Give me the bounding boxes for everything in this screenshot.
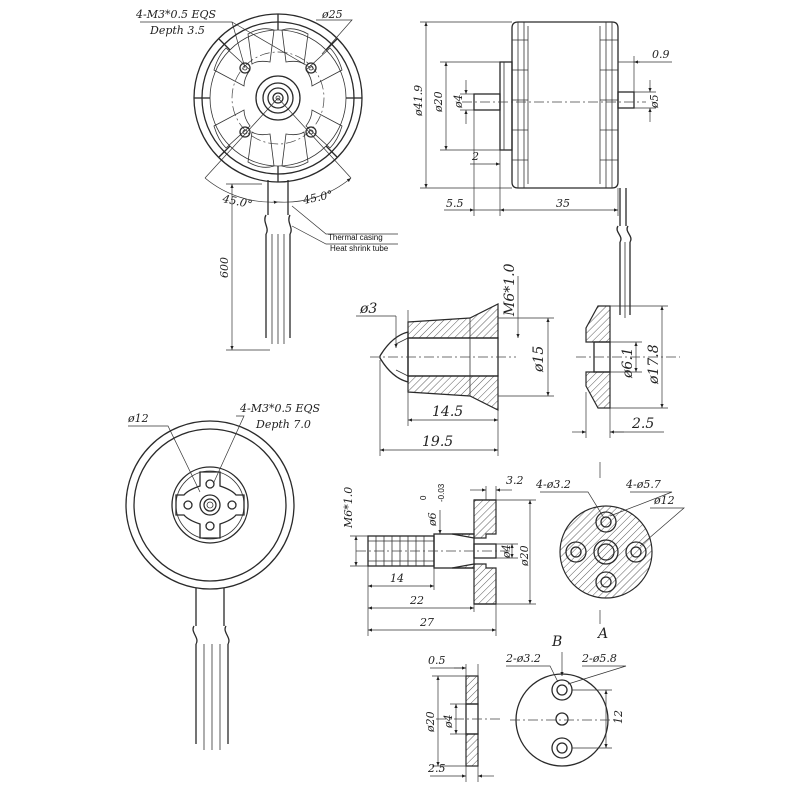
nut-len-14-5: 14.5 <box>432 404 463 420</box>
face-holes-3-2: 4-ø3.2 <box>535 478 571 491</box>
front-view-top <box>140 13 398 351</box>
bottom-face <box>506 652 627 767</box>
plate-thick-2-5: 2.5 <box>427 762 446 775</box>
adapter-tol-upper: 0 <box>419 495 428 500</box>
side-dim-35: 35 <box>556 197 570 210</box>
side-dia-5: ø5 <box>648 94 661 109</box>
prop-adapter <box>350 486 536 636</box>
adapter-len-22: 22 <box>409 594 424 607</box>
adapter-thread: M6*1.0 <box>342 487 355 529</box>
side-dim-2: 2 <box>471 150 479 163</box>
nut-len-19-5: 19.5 <box>422 434 453 450</box>
bface-holes-3-2: 2-ø3.2 <box>505 652 541 665</box>
back-dia-12: ø12 <box>127 412 149 425</box>
side-dia-20: ø20 <box>432 91 445 113</box>
washer-section <box>572 305 680 438</box>
heat-shrink-label: Heat shrink tube <box>330 244 389 253</box>
back-view <box>125 415 295 750</box>
adapter-len-27: 27 <box>419 616 434 629</box>
section-label-a: A <box>596 626 608 642</box>
front-angle-right: 45.0° <box>301 188 334 207</box>
back-depth-note: Depth 7.0 <box>255 418 311 431</box>
front-angle-left: 45.0° <box>220 192 253 211</box>
view-label-b: B <box>551 634 562 650</box>
front-dia-25: ø25 <box>321 8 343 21</box>
front-thread-note: 4-M3*0.5 EQS <box>135 8 217 21</box>
bface-holes-5-8: 2-ø5.8 <box>581 652 617 665</box>
adapter-dia-20: ø20 <box>518 545 531 567</box>
adapter-len-14: 14 <box>390 572 404 585</box>
adapter-dim-3-2: 3.2 <box>506 474 524 487</box>
adapter-tol-lower: -0.03 <box>437 483 446 502</box>
washer-dia-6-1: ø6.1 <box>620 347 636 379</box>
back-thread-note: 4-M3*0.5 EQS <box>239 402 321 415</box>
side-dia-4: ø4 <box>452 94 465 109</box>
washer-thick-2-5: 2.5 <box>631 416 654 432</box>
lead-length-600: 600 <box>218 257 231 278</box>
adapter-dia-6: ø6 <box>426 512 439 527</box>
washer-dia-17-8: ø17.8 <box>646 344 662 385</box>
base-plate <box>430 664 500 782</box>
front-depth-note: Depth 3.5 <box>149 24 205 37</box>
nut-dia-15: ø15 <box>531 346 547 373</box>
plate-thick-0-5: 0.5 <box>428 654 446 667</box>
face-dia-12: ø12 <box>653 494 675 507</box>
side-view <box>420 21 672 318</box>
side-dim-5-5: 5.5 <box>446 197 464 210</box>
adapter-face <box>540 462 685 624</box>
bface-dim-12: 12 <box>612 710 625 724</box>
adapter-dia-4: ø4 <box>500 544 513 559</box>
plate-dia-4: ø4 <box>442 714 455 729</box>
nut-thread: M6*1.0 <box>502 263 518 317</box>
thermal-casing-label: Thermal casing <box>328 233 383 242</box>
plate-dia-20: ø20 <box>424 711 437 733</box>
nut-dia-3: ø3 <box>359 301 377 317</box>
side-dim-0-9: 0.9 <box>652 48 670 61</box>
side-dia-41-9: ø41.9 <box>412 85 425 117</box>
prop-nut <box>356 276 554 456</box>
face-holes-5-7: 4-ø5.7 <box>625 478 661 491</box>
